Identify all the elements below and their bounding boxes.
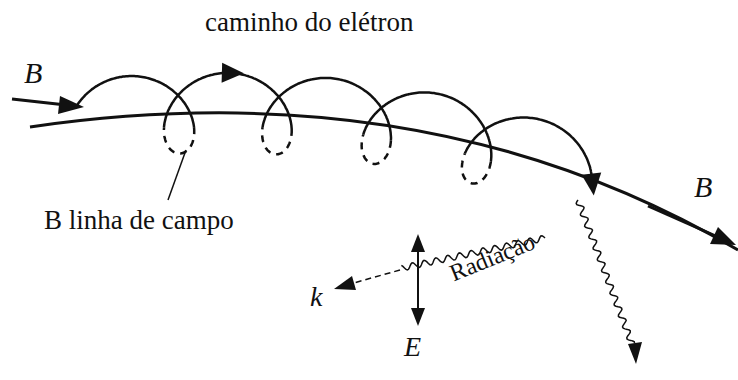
field-symbol: B <box>694 170 712 203</box>
arrowhead <box>582 172 602 195</box>
helix-back <box>164 127 194 153</box>
leader-line <box>168 150 186 200</box>
helix-back <box>262 127 292 154</box>
helix-front <box>263 78 391 141</box>
field-symbol: B <box>24 56 42 89</box>
field-arrow-left <box>12 99 66 105</box>
arrowhead <box>334 276 356 290</box>
electron-helix <box>75 63 601 196</box>
arrowhead <box>710 227 736 245</box>
field-line-label: B linha de campo <box>44 206 234 236</box>
radiation-label: Radiação <box>446 229 539 287</box>
arrowhead <box>222 63 244 83</box>
helix-front <box>465 118 592 179</box>
k-arrow <box>350 270 400 284</box>
field-line <box>30 113 738 250</box>
e-field-arrow <box>417 248 419 312</box>
field-arrow-right <box>648 206 718 237</box>
helix-front <box>164 73 292 129</box>
arrowhead <box>58 96 84 114</box>
helix-front <box>75 76 194 127</box>
radiation-wave <box>576 200 634 343</box>
arrowhead <box>411 234 425 252</box>
arrowhead <box>411 308 425 326</box>
helix-front <box>363 92 491 161</box>
wave-vector: k <box>310 282 322 313</box>
arrowhead <box>628 342 642 364</box>
helix-back <box>362 135 391 164</box>
helix-back <box>462 154 491 184</box>
electric-field: E <box>404 332 421 363</box>
path-title: caminho do elétron <box>205 8 413 38</box>
